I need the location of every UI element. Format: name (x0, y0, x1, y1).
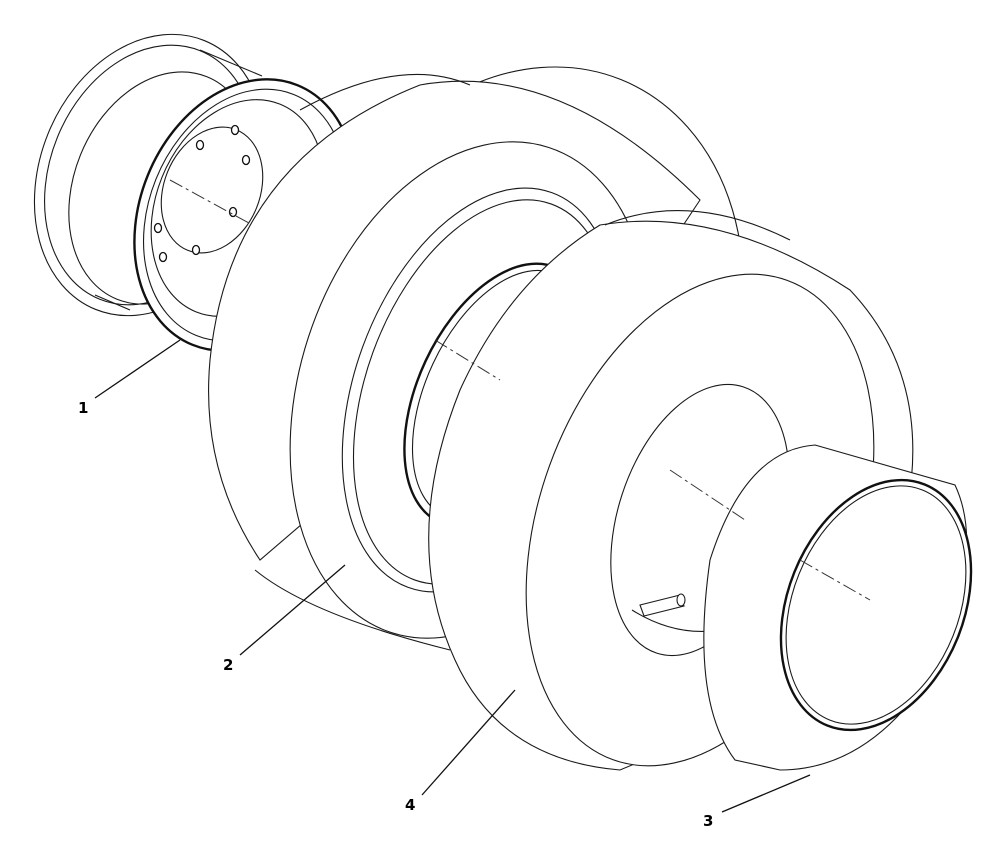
bolt-hole (241, 154, 251, 166)
bolt-hole (228, 206, 238, 218)
callout-label: 3 (703, 812, 713, 830)
sleeve (703, 444, 973, 771)
bolt-hole-ring (153, 124, 251, 263)
centerline (434, 339, 501, 381)
locating-pin (639, 593, 686, 617)
rim-barrel-edge (94, 294, 131, 311)
bolt-hole (230, 124, 240, 136)
callout-1: 1 (78, 339, 181, 417)
tyre-tread-bottom (254, 569, 451, 651)
callout-label: 1 (78, 399, 88, 417)
bolt-hole (195, 139, 205, 151)
callout-2: 2 (223, 564, 346, 674)
hub-top-edge (604, 210, 791, 241)
centerline (799, 559, 871, 601)
rim-barrel-edge-top (199, 49, 263, 77)
callout-3: 3 (703, 774, 811, 830)
bolt-hole (158, 251, 168, 263)
centerline (669, 469, 746, 521)
bolt-hole (191, 244, 201, 256)
callout-4: 4 (405, 689, 516, 814)
callout-label: 2 (223, 656, 233, 674)
tyre-tread-edge (299, 73, 471, 111)
bolt-hole (153, 222, 163, 234)
callout-label: 4 (405, 796, 415, 814)
